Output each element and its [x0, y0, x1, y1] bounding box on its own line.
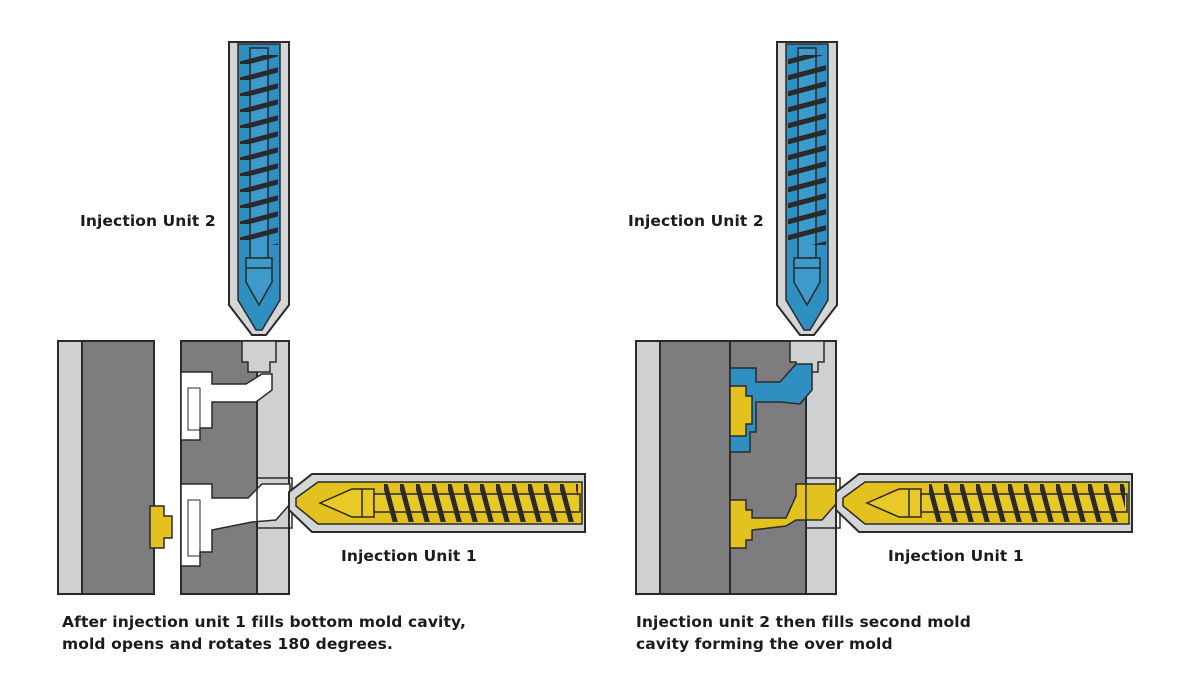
sprue-bushing-side — [805, 477, 841, 529]
overmold-cavity-blue — [729, 363, 813, 453]
left-platen-outer — [57, 340, 83, 595]
empty-cavity-bottom-step — [187, 499, 201, 557]
sprue-bushing-top — [241, 340, 277, 373]
empty-cavity-bottom — [180, 483, 291, 567]
caption-right-line1: Injection unit 2 then fills second mold — [636, 613, 971, 631]
unit1-screw-flights — [382, 484, 578, 522]
label-injection-unit-1-right: Injection Unit 1 — [888, 547, 1024, 565]
injection-unit-1-right — [835, 473, 1133, 533]
sprue-bushing-side — [256, 477, 293, 529]
unit1-screw-flights — [929, 484, 1125, 522]
unit2-screw-flights — [240, 55, 278, 245]
left-panel — [57, 41, 586, 595]
caption-left-line1: After injection unit 1 fills bottom mold… — [62, 613, 466, 631]
injection-unit-1-left — [288, 473, 586, 533]
unit2-screw-flights — [788, 55, 826, 245]
label-injection-unit-2-left: Injection Unit 2 — [80, 212, 216, 230]
unit2-screw-tip — [793, 257, 821, 307]
insert-part-yellow — [729, 385, 753, 437]
unit2-screw-tip — [245, 257, 273, 307]
left-platen-inner — [659, 340, 731, 595]
caption-left-line2: mold opens and rotates 180 degrees. — [62, 635, 393, 653]
label-injection-unit-1-left: Injection Unit 1 — [341, 547, 477, 565]
injection-unit-2-right — [776, 41, 838, 336]
empty-cavity-top — [180, 371, 273, 441]
left-platen-inner — [81, 340, 155, 595]
finished-part-yellow — [149, 505, 173, 549]
empty-cavity-top-step — [187, 387, 201, 431]
label-injection-unit-2-right: Injection Unit 2 — [628, 212, 764, 230]
right-panel — [635, 41, 1133, 595]
left-platen-outer — [635, 340, 661, 595]
caption-right-line2: cavity forming the over mold — [636, 635, 893, 653]
injection-unit-2-left — [228, 41, 290, 336]
